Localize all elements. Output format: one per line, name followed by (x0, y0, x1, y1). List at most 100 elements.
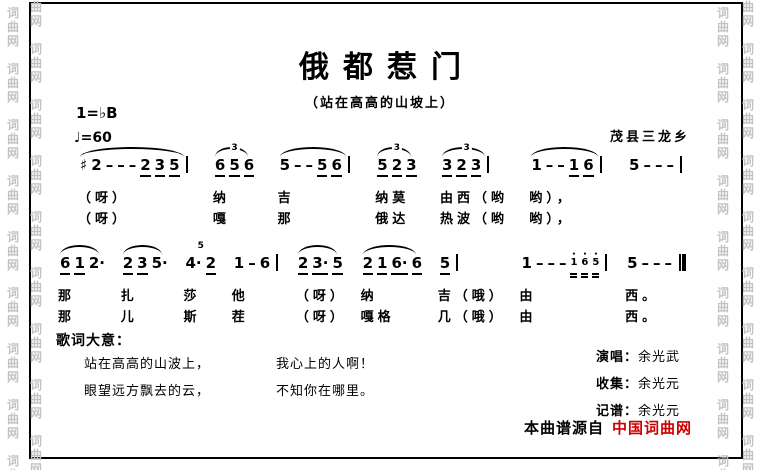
site-link[interactable]: 中国词曲网 (612, 421, 693, 437)
note-token: 3· (312, 254, 329, 275)
note-token: 1 (570, 254, 578, 278)
barline (679, 156, 682, 173)
lyric-line-1: 纳 (212, 190, 230, 205)
lyric-line-1: 吉 (277, 190, 295, 205)
note-token: – (643, 156, 651, 174)
note-token: 6 (60, 254, 71, 275)
watermark-column: 词 曲 网 词 曲 网 词 曲 网 词 曲 网 词 曲 网 词 曲 网 词 曲 … (29, 0, 42, 470)
note-token: 3 (137, 254, 148, 275)
barline (276, 254, 279, 271)
lyric-line-2: 热波（哟 (439, 211, 508, 226)
note-token: 3 (470, 156, 482, 177)
lyric-line-1: 西。 (625, 288, 660, 303)
lyric-line-1: 扎 (120, 288, 138, 303)
barline (185, 156, 188, 173)
note-token: 6 (583, 156, 594, 177)
note-token: – (305, 156, 314, 174)
meaning-line: 眼望远方飘去的云， (84, 383, 211, 398)
note-token: – (666, 156, 674, 174)
slur-arc (297, 245, 337, 255)
lyric-line-2: 那 (277, 211, 295, 226)
note-token: 5 (592, 254, 600, 278)
note-token: 1 (377, 254, 388, 275)
note-token: 5· (151, 254, 168, 272)
note-token: 1 (531, 156, 542, 174)
note-token: 6 (243, 156, 255, 177)
note-token: 3 (441, 156, 453, 177)
notes-row: 5––– (625, 244, 686, 278)
meaning-line: 不知你在哪里。 (276, 383, 375, 398)
lyric-line-1: 莎 (183, 288, 201, 303)
note-token: 6· (391, 254, 408, 275)
note-token: – (535, 254, 544, 272)
meaning-line: 站在高高的山波上， (84, 356, 211, 371)
key-signature: 1=♭B (76, 104, 118, 122)
note-token: 5 (332, 254, 343, 275)
lyric-line-1: 他 (231, 288, 249, 303)
region-label: 茂县三龙乡 (609, 129, 690, 144)
slur-arc (60, 245, 100, 255)
note-token: 2 (205, 254, 217, 275)
meaning-line: 我心上的人啊！ (276, 356, 375, 371)
lyric-line-2: 几（哦） (437, 309, 506, 324)
lyric-line-2: 俄达 (375, 211, 410, 226)
credit-name: 余光武 (638, 349, 681, 364)
lyric-line-2: 那 (58, 309, 76, 324)
lyric-line-1: 那 (58, 288, 76, 303)
slur-arc (122, 245, 162, 255)
credit-name: 余光元 (638, 403, 681, 418)
note-token: – (117, 156, 125, 174)
note-token: 2 (391, 156, 403, 177)
note-token: – (294, 156, 302, 174)
measure-column: 5 吉（哦） 几（哦） (438, 244, 506, 327)
lyric-line-2: （呀） (295, 309, 347, 324)
lyric-line-1: 吉（哦） (437, 288, 506, 303)
source-prefix: 本曲谱源自 (524, 421, 605, 437)
note-token: 1 (568, 156, 580, 177)
lyric-line-1: 由 (519, 288, 537, 303)
watermark-column: 词 曲 网 词 曲 网 词 曲 网 词 曲 网 词 曲 网 词 曲 网 词 曲 … (716, 6, 729, 470)
note-token: 5 (377, 156, 388, 177)
note-token: 1 (521, 254, 532, 272)
note-token: 2 (122, 254, 134, 275)
lyric-line-2: 哟）， (529, 211, 574, 226)
note-token: 5 (627, 254, 638, 272)
song-title: 俄都惹门 (299, 51, 475, 84)
watermark-column: 词 曲 网 词 曲 网 词 曲 网 词 曲 网 词 曲 网 词 曲 网 词 曲 … (741, 0, 754, 470)
note-token: 2· (88, 254, 106, 272)
tuplet-number: 5 (195, 241, 206, 251)
meaning-label: 歌词大意： (56, 334, 131, 349)
note-token: 5 (439, 254, 451, 275)
credits-block: 演唱：余光武 收集：余光元 记谱：余光元 (596, 343, 680, 424)
note-token: 2 (456, 156, 467, 177)
measure-column: 1–––165由由 (520, 244, 612, 327)
credit-name: 余光元 (638, 376, 681, 391)
lyric-line-2: 茬 (231, 309, 249, 324)
final-barline (679, 254, 686, 271)
note-token: – (653, 254, 661, 272)
meaning-text: 站在高高的山波上， 我心上的人啊！ 眼望远方飘去的云， 不知你在哪里。 (84, 352, 374, 403)
tuplet-number: 3 (229, 143, 240, 153)
credit-label: 演唱： (596, 349, 639, 364)
note-token: 6 (331, 156, 342, 177)
note-token: 2 (140, 156, 151, 177)
note-token: 5 (169, 156, 180, 177)
lyric-line-1: 纳 (360, 288, 378, 303)
